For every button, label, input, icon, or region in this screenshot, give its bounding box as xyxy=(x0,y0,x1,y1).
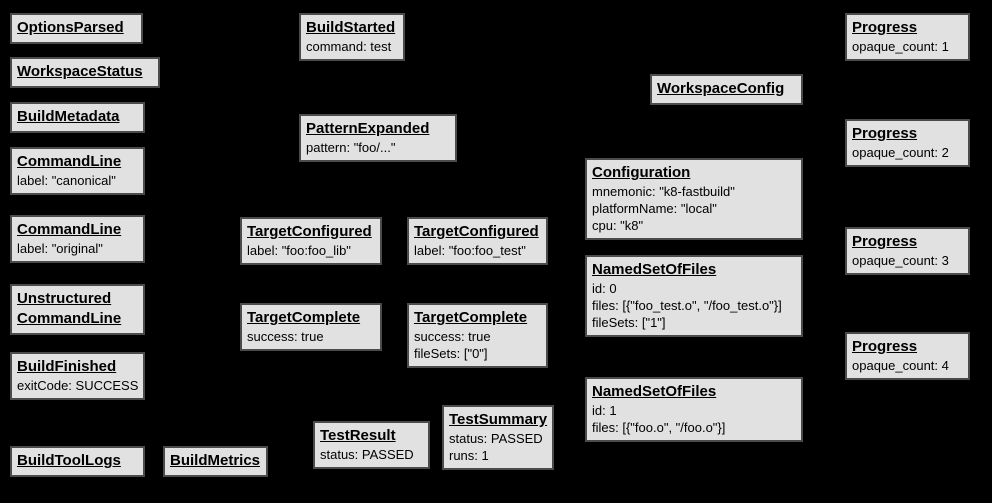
node-title: BuildMetrics xyxy=(170,452,261,469)
node-title: CommandLine xyxy=(17,310,122,327)
node-title: BuildStarted xyxy=(306,19,396,36)
node-field: fileSets: ["1"] xyxy=(592,315,666,330)
node-field: success: true xyxy=(247,329,324,344)
node-title: TargetConfigured xyxy=(414,223,539,240)
node-workspace-config: WorkspaceConfig xyxy=(650,74,803,105)
node-title: Unstructured xyxy=(17,290,112,307)
node-test-summary: TestSummary status: PASSED runs: 1 xyxy=(442,405,554,470)
node-target-complete-lib: TargetComplete success: true xyxy=(240,303,382,351)
node-field: fileSets: ["0"] xyxy=(414,346,488,361)
node-field: label: "foo:foo_test" xyxy=(414,243,526,258)
node-options-parsed: OptionsParsed xyxy=(10,13,143,44)
node-field: opaque_count: 2 xyxy=(852,145,949,160)
node-build-metadata: BuildMetadata xyxy=(10,102,145,133)
node-build-finished: BuildFinished exitCode: SUCCESS xyxy=(10,352,145,400)
node-field: opaque_count: 3 xyxy=(852,253,949,268)
node-title: NamedSetOfFiles xyxy=(592,261,717,278)
node-unstructured-command-line: Unstructured CommandLine xyxy=(10,284,145,335)
node-field: platformName: "local" xyxy=(592,201,717,216)
node-title: PatternExpanded xyxy=(306,120,430,137)
node-field: pattern: "foo/..." xyxy=(306,140,396,155)
node-field: id: 0 xyxy=(592,281,617,296)
node-title: TestResult xyxy=(320,427,396,444)
node-workspace-status: WorkspaceStatus xyxy=(10,57,160,88)
node-build-started: BuildStarted command: test xyxy=(299,13,405,61)
node-field: runs: 1 xyxy=(449,448,489,463)
node-target-configured-foo-test: TargetConfigured label: "foo:foo_test" xyxy=(407,217,548,265)
node-title: Progress xyxy=(852,19,918,36)
node-field: label: "foo:foo_lib" xyxy=(247,243,351,258)
node-field: opaque_count: 4 xyxy=(852,358,949,373)
node-title: OptionsParsed xyxy=(17,19,124,36)
node-title: TargetComplete xyxy=(247,309,361,326)
node-title: Progress xyxy=(852,233,918,250)
node-field: success: true xyxy=(414,329,491,344)
node-target-complete-test: TargetComplete success: true fileSets: [… xyxy=(407,303,548,368)
node-command-line-canonical: CommandLine label: "canonical" xyxy=(10,147,145,195)
node-field: command: test xyxy=(306,39,392,54)
node-field: files: [{"foo.o", "/foo.o"}] xyxy=(592,420,726,435)
node-test-result: TestResult status: PASSED xyxy=(313,421,430,469)
node-title: WorkspaceConfig xyxy=(657,80,785,97)
node-command-line-original: CommandLine label: "original" xyxy=(10,215,145,263)
node-title: TestSummary xyxy=(449,411,548,428)
node-title: BuildToolLogs xyxy=(17,452,121,469)
node-field: files: [{"foo_test.o", "/foo_test.o"}] xyxy=(592,298,782,313)
node-title: TargetConfigured xyxy=(247,223,372,240)
node-field: status: PASSED xyxy=(320,447,414,462)
node-build-tool-logs: BuildToolLogs xyxy=(10,446,145,477)
node-title: BuildFinished xyxy=(17,358,117,375)
node-field: mnemonic: "k8-fastbuild" xyxy=(592,184,735,199)
node-field: exitCode: SUCCESS xyxy=(17,378,139,393)
node-progress-2: Progress opaque_count: 2 xyxy=(845,119,970,167)
node-title: WorkspaceStatus xyxy=(17,63,143,80)
node-title: Configuration xyxy=(592,164,691,181)
node-field: id: 1 xyxy=(592,403,617,418)
node-progress-3: Progress opaque_count: 3 xyxy=(845,227,970,275)
node-title: BuildMetadata xyxy=(17,108,120,125)
node-build-metrics: BuildMetrics xyxy=(163,446,268,477)
node-title: CommandLine xyxy=(17,153,122,170)
node-field: cpu: "k8" xyxy=(592,218,644,233)
node-pattern-expanded: PatternExpanded pattern: "foo/..." xyxy=(299,114,457,162)
node-title: TargetComplete xyxy=(414,309,528,326)
node-field: status: PASSED xyxy=(449,431,543,446)
node-progress-4: Progress opaque_count: 4 xyxy=(845,332,970,380)
node-field: label: "original" xyxy=(17,241,103,256)
node-configuration: Configuration mnemonic: "k8-fastbuild" p… xyxy=(585,158,803,240)
node-title: Progress xyxy=(852,125,918,142)
node-field: label: "canonical" xyxy=(17,173,116,188)
node-progress-1: Progress opaque_count: 1 xyxy=(845,13,970,61)
node-field: opaque_count: 1 xyxy=(852,39,949,54)
node-title: NamedSetOfFiles xyxy=(592,383,717,400)
node-target-configured-foo-lib: TargetConfigured label: "foo:foo_lib" xyxy=(240,217,382,265)
node-title: Progress xyxy=(852,338,918,355)
node-title: CommandLine xyxy=(17,221,122,238)
node-named-set-of-files-1: NamedSetOfFiles id: 1 files: [{"foo.o", … xyxy=(585,377,803,442)
node-named-set-of-files-0: NamedSetOfFiles id: 0 files: [{"foo_test… xyxy=(585,255,803,337)
